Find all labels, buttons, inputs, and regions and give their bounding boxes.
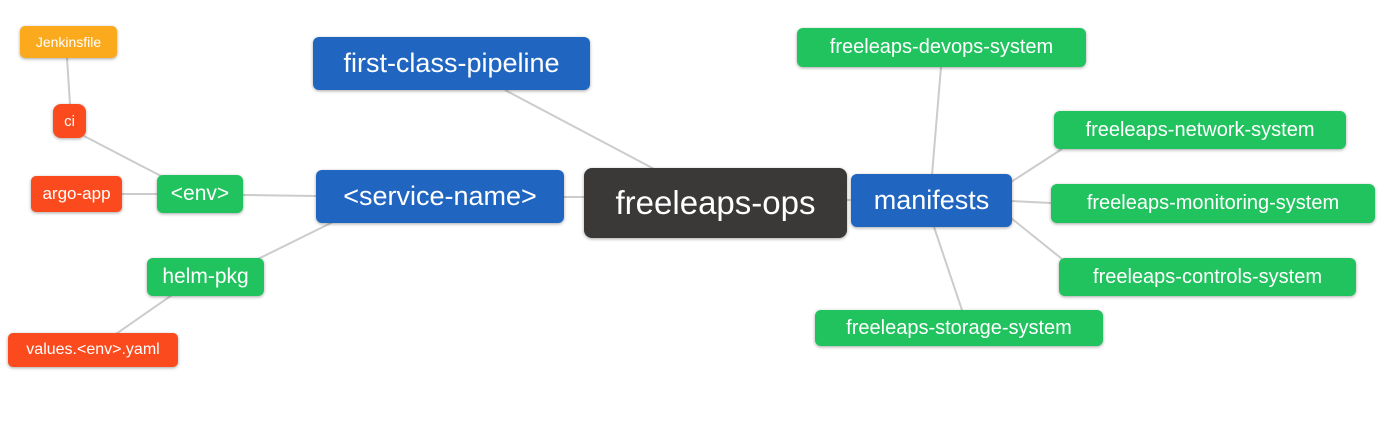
node-first-class-pipeline[interactable]: first-class-pipeline [313, 37, 590, 90]
node-freeleaps-devops-system[interactable]: freeleaps-devops-system [797, 28, 1086, 67]
node-jenkinsfile[interactable]: Jenkinsfile [20, 26, 117, 58]
node-freeleaps-ops[interactable]: freeleaps-ops [584, 168, 847, 238]
node-values-env-yaml[interactable]: values.<env>.yaml [8, 333, 178, 367]
edge-manifests-devops [931, 66, 942, 176]
edge-manifests-network [1010, 148, 1063, 183]
node-manifests[interactable]: manifests [851, 174, 1012, 227]
edge-manifests-storage [933, 226, 963, 311]
edge-servicename-helmpkg [255, 221, 334, 261]
node-env[interactable]: <env> [157, 175, 243, 213]
node-ci[interactable]: ci [53, 104, 86, 138]
edge-pipeline-ops [504, 89, 657, 171]
edge-env-servicename [242, 194, 317, 197]
edge-manifests-monitoring [1010, 200, 1052, 204]
edge-ci-env [83, 135, 164, 178]
node-freeleaps-storage-system[interactable]: freeleaps-storage-system [815, 310, 1103, 346]
node-helm-pkg[interactable]: helm-pkg [147, 258, 264, 296]
edge-helmpkg-valuesyaml [115, 294, 173, 335]
node-freeleaps-monitoring-system[interactable]: freeleaps-monitoring-system [1051, 184, 1375, 223]
node-service-name[interactable]: <service-name> [316, 170, 564, 223]
node-argo-app[interactable]: argo-app [31, 176, 122, 212]
edge-manifests-controls [1010, 217, 1063, 260]
edge-jenkinsfile-ci [66, 57, 71, 105]
node-freeleaps-controls-system[interactable]: freeleaps-controls-system [1059, 258, 1356, 296]
node-freeleaps-network-system[interactable]: freeleaps-network-system [1054, 111, 1346, 149]
